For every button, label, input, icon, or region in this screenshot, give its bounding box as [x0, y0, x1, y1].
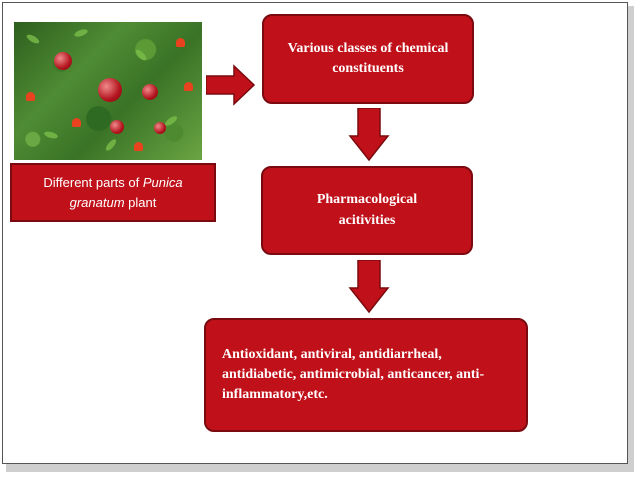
activities-text: Antioxidant, antiviral, antidiarrheal, a… [222, 346, 485, 403]
down-arrow-icon [348, 108, 390, 162]
pharmacological-box: Pharmacological acitivities [261, 166, 473, 255]
activities-box: Antioxidant, antiviral, antidiarrheal, a… [204, 318, 528, 432]
right-arrow-icon [206, 64, 256, 106]
down-arrow-icon [348, 260, 390, 314]
constituents-box: Various classes of chemical constituents [262, 14, 474, 104]
plant-parts-label: Different parts of Punica granatum plant [10, 163, 216, 222]
pomegranate-plant-photo [14, 22, 202, 160]
plant-label-prefix: Different parts of [43, 175, 143, 190]
constituents-text: Various classes of chemical constituents [287, 40, 449, 76]
plant-label-suffix: plant [124, 194, 157, 210]
plant-label-species: Punica granatum [69, 175, 183, 210]
pharmacological-text: Pharmacological acitivities [316, 192, 418, 228]
